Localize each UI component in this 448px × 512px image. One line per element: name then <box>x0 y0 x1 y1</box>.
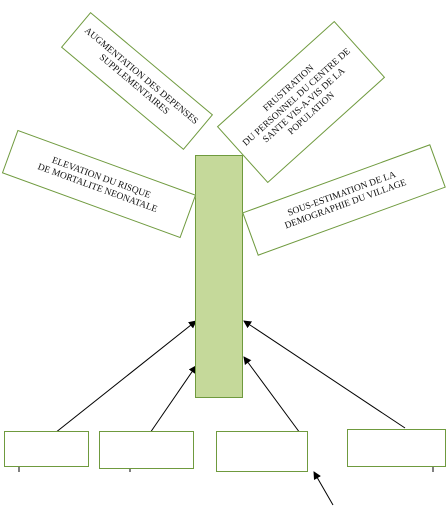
arrow-cause2-to-central <box>149 365 197 434</box>
arrow-cause1-to-central <box>54 320 197 434</box>
arrow-bottom-to-cause3 <box>313 471 334 506</box>
arrow-cause3-to-central <box>243 356 301 434</box>
central-problem-box <box>195 155 243 398</box>
cause-box-1 <box>4 431 89 467</box>
cause-box-2 <box>99 431 194 469</box>
cause-box-3 <box>216 431 308 472</box>
arrow-cause4-to-central <box>243 320 406 429</box>
cause-box-4 <box>347 429 446 467</box>
